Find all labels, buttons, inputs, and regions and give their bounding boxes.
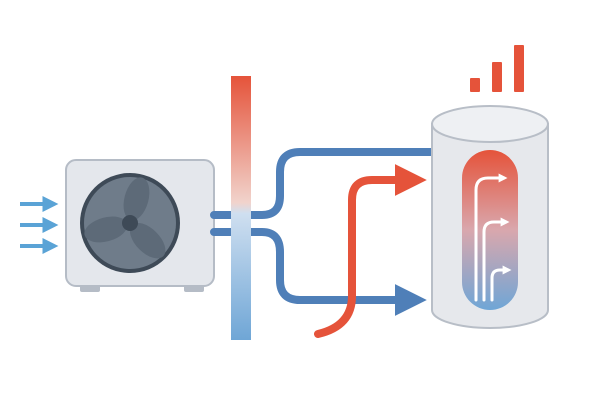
tank-top: [431, 105, 549, 143]
hot-supply-pipe: [314, 164, 427, 338]
signal-bar: [514, 45, 524, 92]
tank-heat-arrows: [474, 173, 512, 302]
bar-chart-icon: [470, 45, 524, 92]
heat-pump-outdoor-unit-icon: [65, 159, 215, 292]
refrigerant-pipes: [210, 148, 436, 316]
wall-temperature-gradient-icon: [231, 76, 251, 340]
signal-bar: [470, 78, 480, 92]
hot-water-tank-icon: [431, 105, 549, 329]
heat-rise-arrow-icon: [482, 217, 510, 302]
heat-rise-arrow-icon: [490, 265, 512, 302]
lower-pipe: [210, 228, 427, 316]
intake-arrows: [20, 196, 59, 254]
tank-water-gradient: [462, 150, 518, 310]
fan-icon: [80, 173, 180, 273]
signal-bar: [492, 62, 502, 92]
heat-rise-arrow-icon: [474, 173, 508, 302]
upper-pipe: [210, 148, 436, 219]
